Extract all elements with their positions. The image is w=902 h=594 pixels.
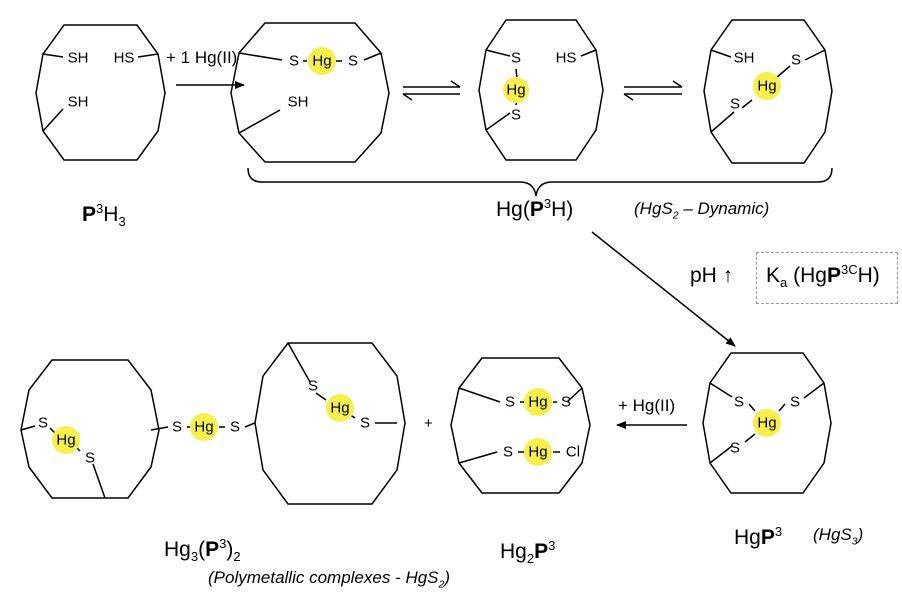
label-ph-up: pH ↑ xyxy=(690,264,734,287)
ring-p3h3 xyxy=(35,24,166,161)
atom-s: S xyxy=(734,394,744,411)
hg-highlight xyxy=(52,426,80,454)
label-hg3p32: Hg3(P3)2 xyxy=(164,536,241,565)
atom-s: S xyxy=(360,415,370,432)
ring-hg2p3 xyxy=(450,357,591,494)
plus-sign: + xyxy=(424,415,433,432)
ka-dashed-box xyxy=(756,252,898,304)
label-ka: Ka (HgP3CH) xyxy=(766,262,880,291)
label-p3h3: P3H3 xyxy=(82,201,126,230)
arrow-to-hgp3 xyxy=(591,231,736,347)
atom-hg: Hg xyxy=(528,444,547,461)
atom-sh: SH xyxy=(68,50,89,67)
atom-s: S xyxy=(38,415,48,432)
hg-highlight xyxy=(753,72,781,100)
ring-hg-p3h-1 xyxy=(230,22,390,163)
label-hg2p3: Hg2P3 xyxy=(500,538,556,567)
atom-s: S xyxy=(230,419,240,436)
atom-hs: HS xyxy=(556,50,577,67)
hg-highlight xyxy=(753,409,781,437)
hg-highlight xyxy=(190,413,218,441)
atom-s: S xyxy=(85,450,95,467)
label-hgs3: (HgS3) xyxy=(813,525,864,548)
atom-hg: Hg xyxy=(757,415,776,432)
atom-s: S xyxy=(503,444,513,461)
atom-hg: Hg xyxy=(194,419,213,436)
hg-highlight xyxy=(308,47,336,75)
atom-s: S xyxy=(791,52,801,69)
atom-hg: Hg xyxy=(528,394,547,411)
label-polymetallic: (Polymetallic complexes - HgS2) xyxy=(208,568,451,591)
atom-hg: Hg xyxy=(506,82,525,99)
atom-sh: SH xyxy=(68,94,89,111)
hg-highlight xyxy=(503,77,529,103)
label-hgp3: HgP3 xyxy=(734,524,783,549)
hg-highlight xyxy=(326,394,354,422)
reagent-first-hg: + 1 Hg(II) xyxy=(166,48,237,67)
atom-s: S xyxy=(511,50,521,67)
atom-sh: SH xyxy=(288,94,309,111)
atom-s: S xyxy=(730,440,740,457)
ring-hgp3 xyxy=(702,352,832,494)
atom-s: S xyxy=(730,96,740,113)
atom-s: S xyxy=(308,378,318,395)
atom-s: S xyxy=(790,394,800,411)
reagent-second-hg: + Hg(II) xyxy=(618,396,675,415)
ring-poly-left xyxy=(20,359,160,499)
atom-hg: Hg xyxy=(312,53,331,70)
atom-hs: HS xyxy=(114,50,135,67)
equilibrium-arrow-1 xyxy=(402,80,461,101)
label-hgs2-dynamic: (HgS2 – Dynamic) xyxy=(634,199,770,222)
atom-s: S xyxy=(511,107,521,124)
atom-s: S xyxy=(289,53,299,70)
ring-hg-p3h-3 xyxy=(703,19,833,164)
atom-hg: Hg xyxy=(757,78,776,95)
label-hg-p3h: Hg(P3H) xyxy=(496,196,574,221)
hg-highlight xyxy=(524,438,552,466)
ring-hg-p3h-2 xyxy=(478,19,604,161)
atom-s: S xyxy=(348,53,358,70)
equilibrium-arrow-2 xyxy=(623,80,683,101)
hg-highlight xyxy=(524,388,552,416)
atom-s: S xyxy=(172,419,182,436)
atom-s: S xyxy=(561,394,571,411)
atom-cl: Cl xyxy=(566,444,580,461)
species-brace xyxy=(247,167,833,197)
atom-hg: Hg xyxy=(56,432,75,449)
ring-poly-right xyxy=(254,342,406,505)
atom-hg: Hg xyxy=(330,400,349,417)
atom-sh: SH xyxy=(734,50,755,67)
atom-s: S xyxy=(505,394,515,411)
